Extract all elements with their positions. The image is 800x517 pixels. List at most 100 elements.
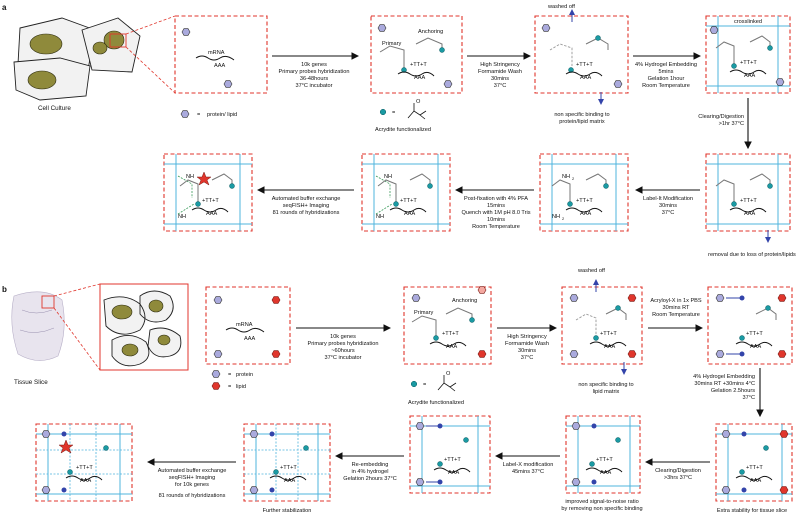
- hydrogel-mesh: [566, 416, 640, 493]
- ttt-label: +TT+T: [202, 198, 219, 204]
- b-step4-line2: 30mins RT +30mins 4°C: [694, 381, 755, 387]
- acrydite-icon: [229, 183, 235, 189]
- protein-icon: [213, 350, 223, 358]
- washed-off-label: washed off: [547, 4, 575, 10]
- acrydite-structure: [407, 103, 427, 120]
- hydrogel-mesh: [36, 424, 132, 501]
- nh-label: NH: [178, 214, 186, 220]
- acrydite-icon: [767, 183, 773, 189]
- aaa-label: AAA: [600, 470, 611, 476]
- a-step4-line2: >1hr 37°C: [719, 121, 744, 127]
- a-box-8: [163, 153, 253, 232]
- acrydite-o: O: [416, 99, 421, 105]
- crosslinked-label: crosslinked: [734, 19, 762, 25]
- acryloyl-icon: [739, 351, 745, 357]
- legend-equals: =: [228, 372, 231, 378]
- acrydite-icon: [767, 45, 773, 51]
- legend-equals: =: [197, 112, 200, 118]
- mrna-strand: [735, 475, 773, 481]
- nh2-subscript: 2: [562, 216, 565, 221]
- a-step1-line4: 37°C incubator: [295, 83, 332, 89]
- b-step5-note-line2: by removing non specific binding: [561, 506, 642, 512]
- hydrogel-mesh: [716, 424, 792, 501]
- anchoring-label: Anchoring: [418, 29, 443, 35]
- aaa-label: AAA: [448, 470, 459, 476]
- acrydite-icon: [739, 335, 745, 341]
- b-step7-line3: Gelation 2hours 37°C: [343, 476, 397, 482]
- protein-icon: [249, 430, 259, 438]
- legend-protein-lipid-label: protein/ lipid: [207, 112, 237, 118]
- mrna-strand: [195, 55, 235, 61]
- b-step3-line2: 30mins RT: [663, 305, 691, 311]
- acryloyl-icon: [61, 487, 67, 493]
- aaa-label: AAA: [80, 478, 91, 484]
- a-step6-line5: Room Temperature: [472, 224, 520, 230]
- legend-protein-icon: [211, 370, 221, 378]
- legend-acrydite-icon: [410, 380, 418, 388]
- protein-icon: [541, 24, 551, 32]
- lipid-icon: [271, 350, 281, 358]
- ttt-label: +TT+T: [740, 60, 757, 66]
- acrydite-icon: [763, 445, 769, 451]
- anchoring-probe: [605, 307, 627, 320]
- a-step3-line2: 5mins: [659, 69, 674, 75]
- protein-icon: [41, 430, 51, 438]
- primary-probe: [411, 315, 437, 338]
- acryloyl-icon: [741, 431, 747, 437]
- aaa-label: AAA: [604, 344, 615, 350]
- anchoring-probe: [445, 307, 473, 322]
- acrydite-icon: [469, 317, 475, 323]
- b-step6-line2: 45mins 37°C: [512, 469, 544, 475]
- protein-icon: [721, 486, 731, 494]
- legend-equals: =: [392, 110, 395, 116]
- aaa-label: AAA: [750, 344, 761, 350]
- acryloyl-icon: [269, 431, 275, 437]
- aaa-label: AAA: [244, 336, 255, 342]
- a-step2-line1: High Stringency: [480, 62, 520, 68]
- b-step7-note: Further stabilization: [263, 508, 312, 514]
- acryloyl-icon: [591, 479, 597, 485]
- acrydite-icon: [603, 183, 609, 189]
- aaa-label: AAA: [206, 211, 217, 217]
- a-box-2: [370, 15, 463, 94]
- mrna-strand: [589, 341, 627, 347]
- mrna-strand: [729, 69, 767, 75]
- aaa-label: AAA: [214, 63, 225, 69]
- a-step2-note-line2: protein/lipid matrix: [559, 119, 605, 125]
- mrna-strand: [565, 207, 603, 213]
- lipid-icon: [777, 294, 787, 302]
- legend-lipid-icon: [211, 382, 221, 390]
- hydrogel-mesh: [706, 154, 790, 231]
- b-step2-line2: Formamide Wash: [505, 341, 549, 347]
- acrydite-icon: [303, 445, 309, 451]
- nh2-subscript: 2: [572, 176, 575, 181]
- a-step4-note: removal due to loss of protein/lipids: [708, 252, 796, 258]
- b-step2-note-line2: lipid matrix: [593, 389, 620, 395]
- acrydite-icon: [765, 305, 771, 311]
- protein-icon: [415, 478, 425, 486]
- aaa-label: AAA: [414, 75, 425, 81]
- mrna-strand: [269, 475, 307, 481]
- anchoring-probe: [755, 307, 777, 320]
- washed-primary-probe: [575, 313, 597, 336]
- a-step6-line1: Post-fixation with 4% PFA: [464, 196, 528, 202]
- a-box-7: [361, 153, 451, 232]
- a-box-6: [539, 153, 629, 232]
- primary-probe: [379, 45, 405, 68]
- tissue-slice-label: Tissue Slice: [14, 379, 48, 386]
- ttt-label: +TT+T: [444, 457, 461, 463]
- b-step3-line3: Room Temperature: [652, 312, 700, 318]
- lipid-icon: [627, 294, 637, 302]
- nh-label: NH: [186, 174, 194, 180]
- lipid-icon: [477, 350, 487, 358]
- fluorophore-star-icon: [196, 171, 212, 186]
- a-step4-line1: Clearing/Digestion: [698, 114, 744, 120]
- protein-icon: [411, 294, 421, 302]
- b-step7-line1: Re-embedding: [352, 462, 389, 468]
- hydrogel-mesh: [706, 16, 790, 93]
- b-box-9: [35, 423, 133, 502]
- aaa-label: AAA: [284, 478, 295, 484]
- acrydite-icon: [195, 201, 201, 207]
- a-step7-line1: Automated buffer exchange: [272, 196, 341, 202]
- legend-equals: =: [423, 382, 426, 388]
